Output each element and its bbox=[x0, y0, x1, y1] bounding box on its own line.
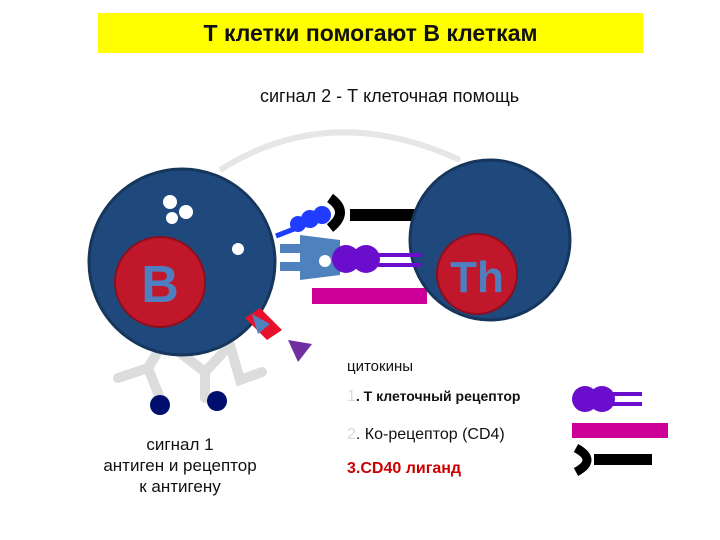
b-cell-label: B bbox=[141, 256, 179, 314]
antigen-particle bbox=[207, 391, 227, 411]
legend-text: .CD40 лиганд bbox=[355, 460, 462, 477]
tcr-bead bbox=[332, 245, 360, 273]
legend-text: . Ко-рецептор (CD4) bbox=[355, 426, 505, 443]
vesicle bbox=[179, 205, 193, 219]
legend-text: . Т клеточный рецептор bbox=[355, 388, 521, 404]
t-cell-nucleus bbox=[436, 233, 518, 315]
legend-cd4-icon bbox=[572, 423, 668, 438]
legend-number: 2 bbox=[347, 426, 356, 443]
signal2-label: сигнал 2 - Т клеточная помощь bbox=[260, 86, 520, 106]
antigen-triangle bbox=[288, 340, 312, 362]
signal1-line: антиген и рецептор bbox=[103, 456, 257, 475]
cd40-ligand-bar bbox=[312, 288, 427, 304]
legend-cd40-icon bbox=[573, 444, 652, 476]
vesicle bbox=[166, 212, 178, 224]
b-cell-receptor-notch bbox=[252, 314, 270, 334]
signal1-label: сигнал 1 антиген и рецептор к антигену bbox=[80, 434, 280, 497]
legend-tcr-icon bbox=[572, 386, 642, 412]
tcr-bead bbox=[352, 245, 380, 273]
b-cell-nucleus bbox=[114, 236, 206, 328]
cd40-fork bbox=[326, 193, 345, 232]
mhc-groove bbox=[319, 255, 331, 267]
signal1-line: к антигену bbox=[139, 477, 221, 496]
legend-number: 1 bbox=[347, 388, 356, 405]
antigen-particle bbox=[150, 395, 170, 415]
signal2-arc bbox=[218, 129, 462, 173]
mhc-molecule bbox=[280, 235, 340, 280]
legend-item-cd40: 3.CD40 лиганд bbox=[347, 460, 461, 478]
legend-title: цитокины bbox=[347, 358, 414, 375]
page-title: Т клетки помогают В клеткам bbox=[98, 13, 643, 53]
legend-item-tcr: 1. Т клеточный рецептор bbox=[347, 388, 521, 406]
vesicle bbox=[232, 243, 244, 255]
vesicle bbox=[163, 195, 177, 209]
cd40-bar bbox=[350, 209, 430, 221]
t-cell-label: Th bbox=[450, 253, 504, 302]
legend-item-cd4: 2. Ко-рецептор (CD4) bbox=[347, 426, 505, 444]
signal1-line: сигнал 1 bbox=[146, 435, 214, 454]
legend-number: 3 bbox=[347, 460, 356, 477]
antibody-shape bbox=[225, 340, 267, 387]
receptor-bead bbox=[313, 206, 331, 224]
